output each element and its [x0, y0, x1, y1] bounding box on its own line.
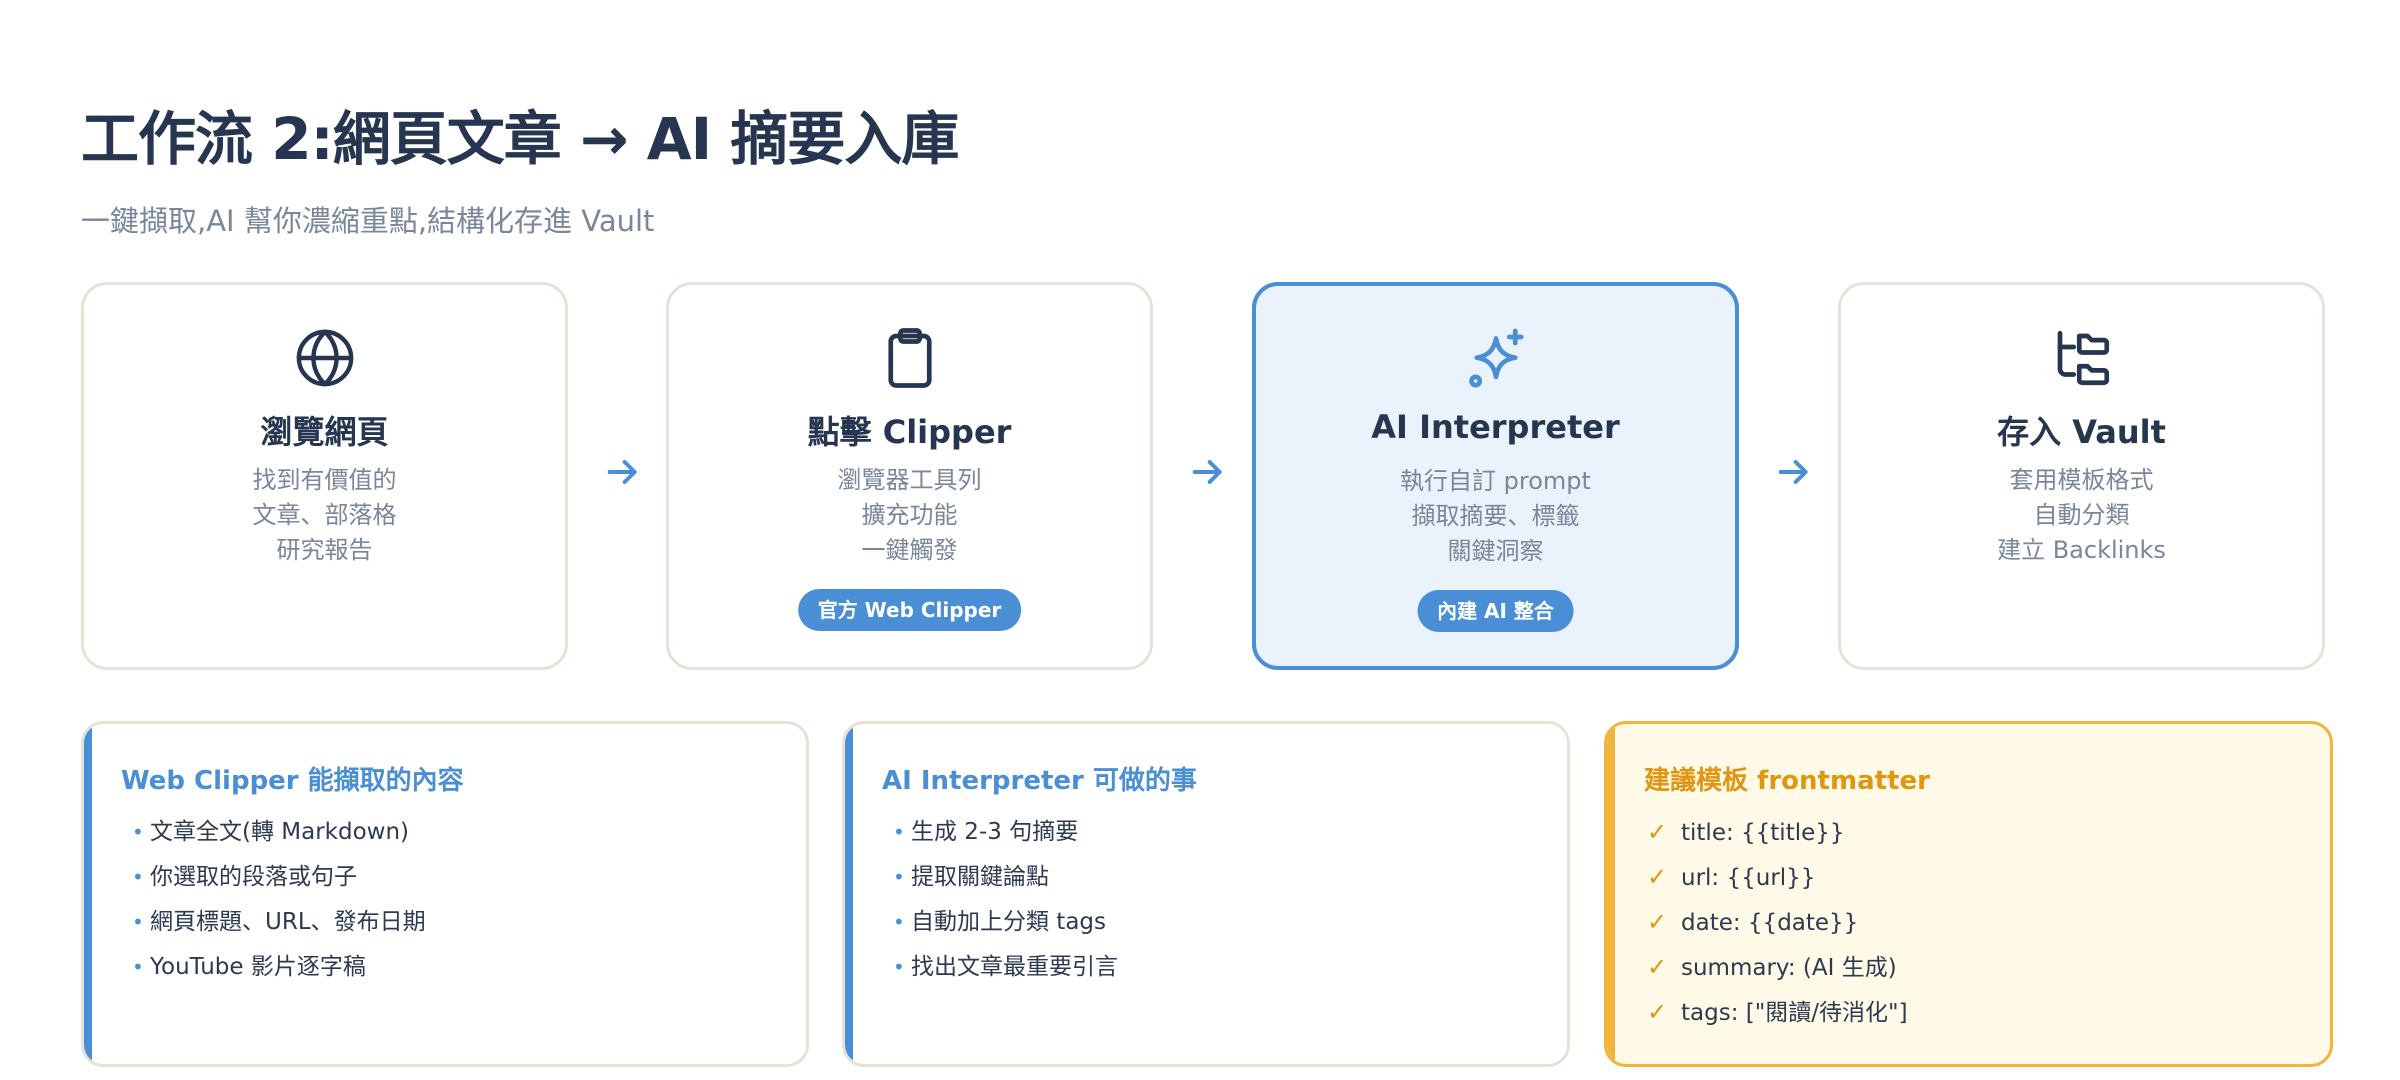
panel-list: •文章全文(轉 Markdown) •你選取的段落或句子 •網頁標題、URL、發… [132, 810, 426, 990]
step-line: 套用模板格式 [2009, 466, 2154, 494]
list-item-text: 自動加上分類 tags [911, 909, 1107, 935]
folder-tree-icon [2049, 325, 2115, 391]
panel-template-frontmatter: 建議模板 frontmatter ✓ title: {{title}} ✓ url:… [1604, 721, 2333, 1067]
list-item-text: date: {{date}} [1681, 910, 1859, 936]
panel-list: •生成 2-3 句摘要 •提取關鍵論點 •自動加上分類 tags •找出文章最重… [893, 810, 1118, 990]
check-icon: ✓ [1647, 998, 1668, 1026]
panel-title: 建議模板 frontmatter [1644, 766, 1930, 796]
bullet-icon: • [132, 910, 144, 934]
step-line: 擴充功能 [861, 501, 958, 529]
page-title: 工作流 2:網頁文章 → AI 摘要入庫 [81, 105, 959, 173]
step-line: 研究報告 [276, 536, 373, 564]
panel-accent-bar [845, 724, 853, 1064]
sparkles-icon [1463, 326, 1529, 392]
check-icon: ✓ [1647, 863, 1668, 891]
step-title: AI Interpreter [1371, 408, 1620, 446]
check-icon: ✓ [1647, 908, 1668, 936]
step-line: 擷取摘要、標籤 [1411, 502, 1580, 530]
list-item-text: 文章全文(轉 Markdown) [150, 819, 410, 845]
step-line: 文章、部落格 [252, 501, 397, 529]
bullet-icon: • [893, 820, 905, 844]
bullet-icon: • [132, 820, 144, 844]
step-title: 瀏覽網頁 [260, 413, 389, 451]
step-description: 套用模板格式 自動分類 建立 Backlinks [1841, 463, 2322, 568]
step-badge: 官方 Web Clipper [797, 589, 1022, 631]
step-line: 自動分類 [2033, 501, 2130, 529]
bullet-icon: • [132, 865, 144, 889]
bullet-icon: • [132, 955, 144, 979]
list-item: •生成 2-3 句摘要 [893, 810, 1118, 855]
list-item-text: 網頁標題、URL、發布日期 [150, 909, 426, 935]
panel-title: Web Clipper 能擷取的內容 [121, 766, 464, 796]
step-line: 關鍵洞察 [1447, 537, 1544, 565]
step-line: 建立 Backlinks [1997, 536, 2166, 564]
list-item-text: 你選取的段落或句子 [150, 864, 357, 890]
list-item-text: url: {{url}} [1681, 865, 1816, 891]
list-item: ✓ title: {{title}} [1647, 810, 1908, 855]
step-line: 一鍵觸發 [861, 536, 958, 564]
list-item: ✓ summary: (AI 生成) [1647, 945, 1908, 990]
list-item: •網頁標題、URL、發布日期 [132, 900, 426, 945]
list-item: ✓ url: {{url}} [1647, 855, 1908, 900]
list-item-text: 提取關鍵論點 [911, 864, 1049, 890]
list-item: •你選取的段落或句子 [132, 855, 426, 900]
list-item: •自動加上分類 tags [893, 900, 1118, 945]
list-item: •找出文章最重要引言 [893, 945, 1118, 990]
arrow-right-icon [1188, 452, 1228, 492]
check-icon: ✓ [1647, 953, 1668, 981]
step-description: 找到有價值的 文章、部落格 研究報告 [84, 463, 565, 568]
step-badge: 內建 AI 整合 [1417, 590, 1574, 632]
panel-title: AI Interpreter 可做的事 [882, 766, 1197, 796]
bullet-icon: • [893, 865, 905, 889]
clipboard-icon [877, 325, 943, 391]
step-card-browse: 瀏覽網頁 找到有價值的 文章、部落格 研究報告 [81, 282, 568, 670]
arrow-right-icon [603, 452, 643, 492]
list-item-text: 生成 2-3 句摘要 [911, 819, 1079, 845]
header: 工作流 2:網頁文章 → AI 摘要入庫 一鍵擷取,AI 幫你濃縮重點,結構化存… [81, 92, 959, 240]
panel-clipper-capabilities: Web Clipper 能擷取的內容 •文章全文(轉 Markdown) •你選… [81, 721, 809, 1067]
bullet-icon: • [893, 910, 905, 934]
list-item: •提取關鍵論點 [893, 855, 1118, 900]
bullet-icon: • [893, 955, 905, 979]
step-card-vault: 存入 Vault 套用模板格式 自動分類 建立 Backlinks [1838, 282, 2325, 670]
step-line: 瀏覽器工具列 [837, 466, 982, 494]
step-line: 找到有價值的 [252, 466, 397, 494]
list-item: •YouTube 影片逐字稿 [132, 945, 426, 990]
step-title: 點擊 Clipper [807, 413, 1012, 451]
list-item-text: title: {{title}} [1681, 820, 1845, 846]
step-card-clipper: 點擊 Clipper 瀏覽器工具列 擴充功能 一鍵觸發 官方 Web Clipp… [666, 282, 1153, 670]
workflow-steps: 瀏覽網頁 找到有價值的 文章、部落格 研究報告 點擊 Clipper 瀏覽器工具… [81, 282, 2333, 674]
panel-accent-bar [1607, 724, 1615, 1064]
step-title: 存入 Vault [1997, 413, 2166, 451]
list-item-text: tags: ["閱讀/待消化"] [1681, 1000, 1908, 1026]
panel-ai-capabilities: AI Interpreter 可做的事 •生成 2-3 句摘要 •提取關鍵論點 … [842, 721, 1570, 1067]
list-item: ✓ tags: ["閱讀/待消化"] [1647, 990, 1908, 1035]
list-item-text: summary: (AI 生成) [1681, 955, 1897, 981]
page-subtitle: 一鍵擷取,AI 幫你濃縮重點,結構化存進 Vault [81, 204, 655, 238]
panel-accent-bar [84, 724, 92, 1064]
step-description: 執行自訂 prompt 擷取摘要、標籤 關鍵洞察 [1256, 464, 1735, 569]
list-item: ✓ date: {{date}} [1647, 900, 1908, 945]
step-description: 瀏覽器工具列 擴充功能 一鍵觸發 [669, 463, 1150, 568]
globe-icon [292, 325, 358, 391]
check-icon: ✓ [1647, 818, 1668, 846]
arrow-right-icon [1774, 452, 1814, 492]
panel-list: ✓ title: {{title}} ✓ url: {{url}} ✓ date: {… [1647, 810, 1908, 1035]
step-line: 執行自訂 prompt [1400, 467, 1591, 495]
step-card-ai-interpreter: AI Interpreter 執行自訂 prompt 擷取摘要、標籤 關鍵洞察 … [1252, 282, 1739, 670]
list-item-text: 找出文章最重要引言 [911, 954, 1118, 980]
list-item: •文章全文(轉 Markdown) [132, 810, 426, 855]
list-item-text: YouTube 影片逐字稿 [150, 954, 366, 980]
